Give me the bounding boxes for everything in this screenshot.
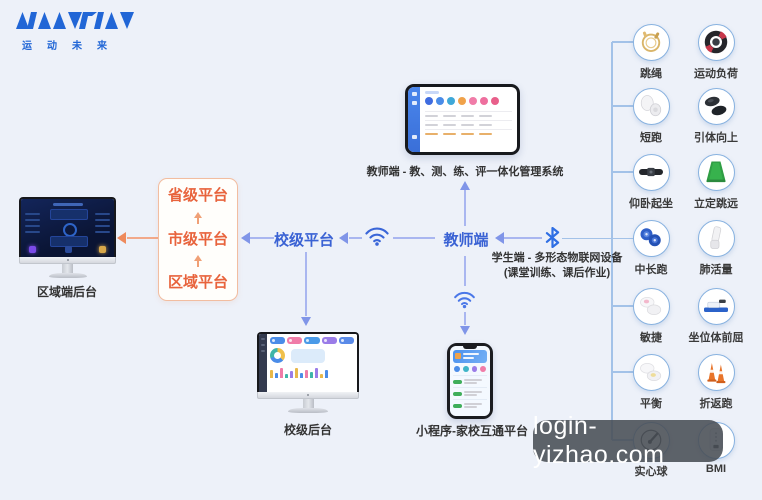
connector-line [504, 237, 542, 239]
agility-pods-icon [640, 297, 662, 315]
regional-backend-monitor [19, 197, 116, 278]
device-stub-line [612, 41, 633, 43]
teacher-node: 教师端 [443, 232, 489, 249]
device-label: 坐位体前屈 [688, 332, 744, 344]
bluetooth-icon [545, 227, 560, 248]
lung-capacity-icon [710, 226, 722, 249]
device-circle-lung-capacity [697, 219, 735, 257]
city-platform-label: 市级平台 [167, 230, 228, 248]
connector-line [349, 237, 362, 239]
device-label: 仰卧起坐 [629, 198, 673, 210]
connector-line [464, 256, 466, 286]
up-arrow-icon [194, 211, 202, 224]
device-stub-line [612, 305, 633, 307]
long-jump-mat-icon [706, 161, 726, 183]
connector-line [393, 237, 435, 239]
district-platform-label: 区域平台 [167, 274, 228, 291]
device-label: 折返跑 [699, 398, 733, 410]
balance-pods-icon [640, 363, 662, 381]
arrowhead-to-school-platform [339, 232, 348, 244]
device-label: 引体向上 [694, 132, 738, 144]
sprint-sensor-icon [640, 95, 662, 117]
sit-up-belt-icon [639, 167, 663, 177]
arrowhead-to-phone [460, 326, 470, 335]
connector-line [464, 312, 466, 325]
device-circle-balance-pods [632, 353, 670, 391]
shuttle-run-cones-icon [707, 363, 726, 384]
device-circle-long-jump-mat [697, 153, 735, 191]
device-label: 运动负荷 [694, 68, 738, 80]
wifi-icon [454, 291, 475, 309]
logo-mark-icon [16, 12, 134, 29]
device-grid-trunk-line [611, 42, 613, 440]
exercise-load-watch-icon [704, 30, 728, 54]
up-arrow-icon [194, 255, 202, 268]
arrowhead-to-teacher [495, 232, 504, 244]
device-circle-jump-rope [632, 23, 670, 61]
device-label: 中长跑 [634, 264, 668, 276]
watermark: login-yizhao.com [533, 412, 723, 469]
device-label: 跳绳 [640, 68, 662, 80]
arrowhead-to-tablet [460, 181, 470, 190]
regional-backend-label: 区域端后台 [36, 285, 97, 299]
logo-tagline: 运动未来 [22, 41, 122, 52]
connector-line [250, 237, 274, 239]
connector-line [305, 252, 307, 316]
device-label: 短跑 [640, 132, 662, 144]
school-backend-screen [257, 332, 359, 392]
arrowhead-to-platform-box [241, 232, 250, 244]
device-circle-distance-run-sensor [632, 219, 670, 257]
device-label: 立定跳远 [694, 198, 738, 210]
school-backend-label: 校级后台 [283, 423, 332, 437]
teacher-tablet-screen [408, 87, 517, 152]
jump-rope-icon [641, 31, 661, 52]
connector-line [562, 237, 634, 239]
student-node-line2: (课堂训练、课后作业) [503, 267, 611, 279]
device-circle-agility-pods [632, 287, 670, 325]
distance-run-sensor-icon [640, 228, 661, 247]
device-label: 肺活量 [699, 264, 733, 276]
regional-backend-screen [19, 197, 116, 257]
connector-line [464, 190, 466, 226]
parent-phone [447, 343, 493, 419]
device-circle-shuttle-run-cones [697, 353, 735, 391]
teacher-tablet [405, 84, 520, 155]
tablet-caption: 教师端 - 教、测、练、评一体化管理系统 [366, 166, 564, 178]
student-node-caption: 学生端 - 多形态物联网设备 (课堂训练、课后作业) [477, 251, 637, 281]
device-stub-line [612, 105, 633, 107]
arrowhead-to-regional-backend [117, 232, 126, 244]
device-circle-sit-reach-ruler [697, 287, 735, 325]
pull-up-sensor-icon [704, 96, 727, 116]
device-circle-sprint-sensor [632, 87, 670, 125]
province-platform-label: 省级平台 [167, 187, 228, 204]
parent-phone-screen [450, 346, 490, 416]
wifi-icon [365, 227, 389, 246]
device-label: 敏捷 [640, 332, 662, 344]
brand-logo: 运动未来 [16, 12, 142, 52]
phone-caption: 小程序-家校互通平台 [416, 424, 528, 438]
platform-hierarchy-box: 省级平台 市级平台 区域平台 [158, 178, 238, 301]
school-platform-node: 校级平台 [273, 232, 334, 249]
device-circle-exercise-load-watch [697, 23, 735, 61]
device-circle-pull-up-sensor [697, 87, 735, 125]
school-backend-monitor [257, 332, 359, 413]
device-stub-line [612, 171, 633, 173]
device-stub-line [612, 371, 633, 373]
arrowhead-to-school-backend [301, 317, 311, 326]
device-label: 平衡 [640, 398, 662, 410]
connector-line [127, 237, 158, 239]
device-label: BMI [705, 463, 727, 475]
student-node-line1: 学生端 - 多形态物联网设备 [491, 252, 623, 264]
device-label: 实心球 [634, 466, 668, 478]
sit-reach-ruler-icon [704, 299, 728, 312]
device-circle-sit-up-belt [632, 153, 670, 191]
